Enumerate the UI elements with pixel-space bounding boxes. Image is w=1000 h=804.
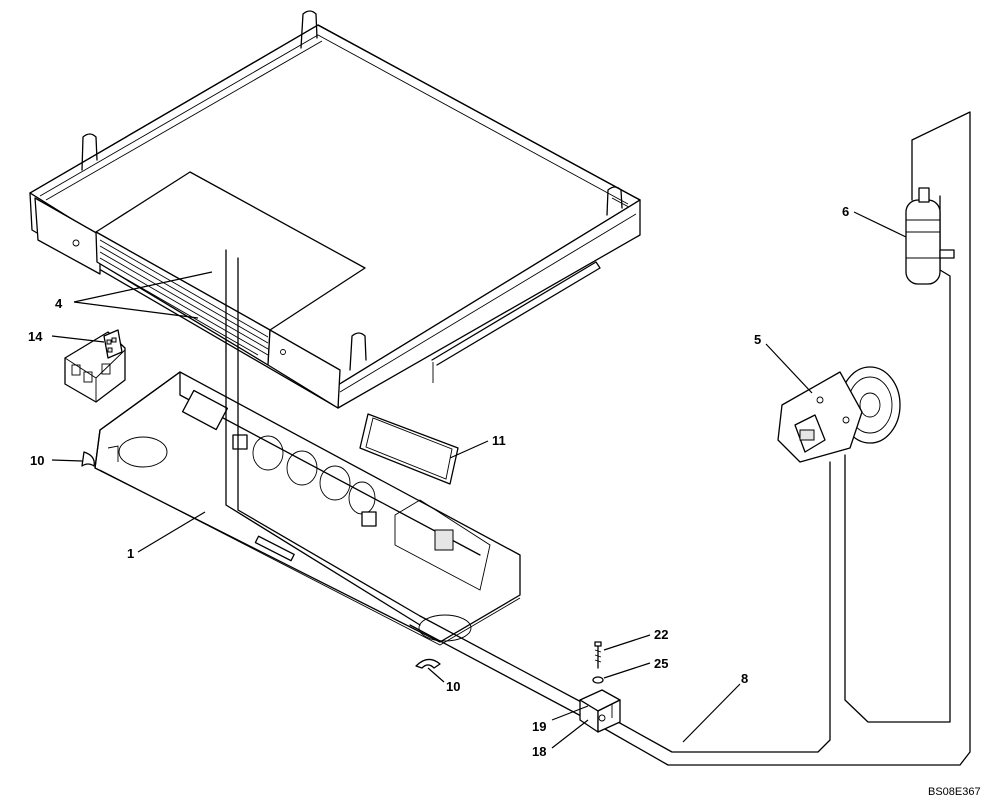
callout-4: 4 [55,296,63,311]
callout-8: 8 [741,671,748,686]
hvac-unit [29,10,641,409]
callout-19: 19 [532,719,546,734]
callout-22: 22 [654,627,668,642]
grommet-left [81,451,95,467]
drawing-reference: BS08E367 [928,786,981,798]
callout-11: 11 [492,433,506,448]
callout-5: 5 [754,332,761,347]
callout-6: 6 [842,204,849,219]
callout-1: 1 [127,546,134,561]
callout-14: 14 [28,329,43,344]
connector [103,329,123,359]
grommet-bottom [415,658,441,669]
callout-18: 18 [532,744,546,759]
vertical-duct [225,249,421,626]
washer [592,676,604,684]
vertical-duct-inner [237,257,421,617]
callout-10-left: 10 [30,453,44,468]
callout-25: 25 [654,656,668,671]
dashboard-panel [94,371,521,646]
leader-lines [51,211,907,749]
receiver-drier [905,187,955,285]
callout-10-bottom: 10 [446,679,460,694]
compressor [777,366,901,463]
bolt [594,641,602,669]
mount-block [579,689,621,733]
vent-grille [359,413,459,485]
